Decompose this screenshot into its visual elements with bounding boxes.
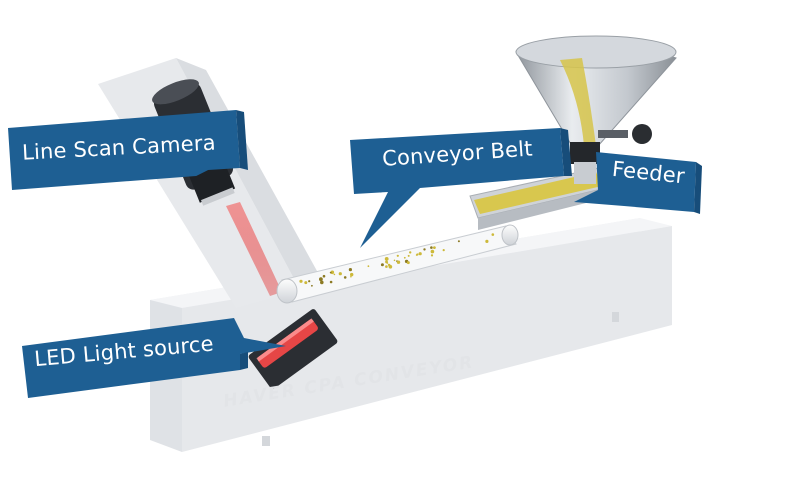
material-particle: [433, 246, 436, 250]
material-particle: [329, 271, 332, 274]
material-particle: [343, 276, 347, 279]
material-particle: [319, 277, 323, 282]
material-particle: [396, 260, 401, 264]
material-particle: [320, 280, 324, 285]
material-particle: [393, 259, 396, 262]
material-particle: [423, 248, 426, 251]
conveyor-belt: [276, 224, 519, 304]
callout-feeder-box: [574, 152, 702, 214]
material-particle: [385, 265, 388, 268]
feeder-hopper: [515, 35, 677, 184]
material-particle: [406, 261, 410, 265]
material-particle: [403, 256, 406, 259]
material-particle: [330, 270, 335, 275]
material-particle: [338, 272, 342, 276]
material-particle: [415, 254, 418, 256]
material-particle: [308, 280, 311, 283]
callout-led-box: [22, 318, 286, 398]
scan-beam: [226, 202, 282, 296]
material-particle: [348, 268, 352, 272]
material-particle: [430, 249, 435, 254]
material-particle: [304, 281, 308, 285]
callout-camera-box: [8, 110, 248, 190]
material-particle: [409, 251, 412, 254]
material-particle: [322, 274, 326, 278]
material-particle: [442, 249, 445, 252]
material-particle: [396, 254, 399, 257]
material-particle: [430, 254, 434, 257]
material-particle: [407, 254, 410, 257]
material-particles: [299, 233, 495, 287]
material-particle: [350, 272, 354, 277]
material-particle: [380, 263, 384, 267]
material-particle: [311, 284, 313, 287]
material-particle: [491, 233, 495, 236]
material-particle: [457, 240, 460, 243]
material-particle: [485, 239, 489, 243]
material-particle: [388, 265, 393, 269]
material-particle: [350, 275, 352, 278]
material-particle: [329, 280, 333, 284]
material-particle: [333, 273, 336, 276]
callout-belt-box: [350, 128, 572, 248]
material-particle: [430, 246, 433, 249]
material-particle: [418, 252, 422, 256]
material-particle: [385, 260, 388, 264]
material-particle: [367, 265, 370, 268]
material-particle: [384, 257, 389, 261]
led-light-source: [248, 309, 338, 389]
material-particle: [299, 279, 303, 283]
